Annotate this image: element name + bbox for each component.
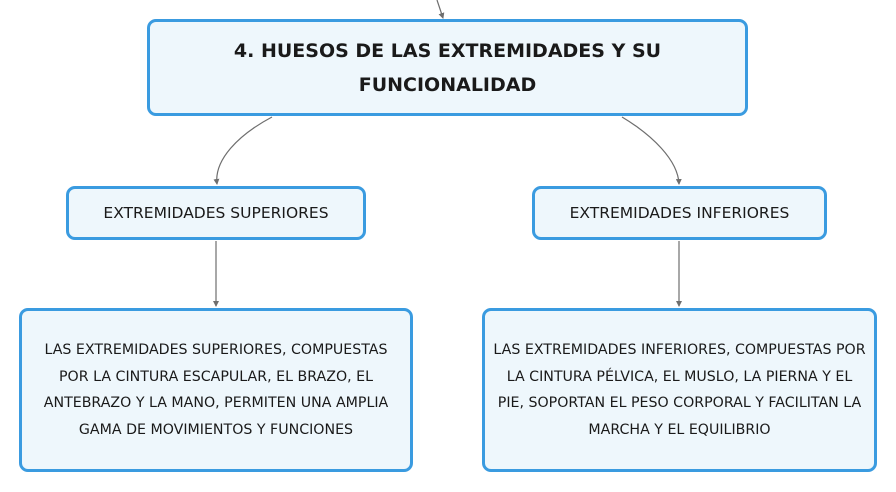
branch-label-superiores: EXTREMIDADES SUPERIORES <box>103 204 329 222</box>
detail-node-superiores[interactable]: LAS EXTREMIDADES SUPERIORES, COMPUESTAS … <box>19 308 413 472</box>
detail-text-inferiores: LAS EXTREMIDADES INFERIORES, COMPUESTAS … <box>493 342 866 438</box>
parent-connector <box>436 0 445 19</box>
branch-node-extremidades-superiores[interactable]: EXTREMIDADES SUPERIORES <box>66 186 366 240</box>
root-title: 4. HUESOS DE LAS EXTREMIDADES Y SU FUNCI… <box>233 39 662 96</box>
root-node[interactable]: 4. HUESOS DE LAS EXTREMIDADES Y SU FUNCI… <box>147 19 748 116</box>
detail-node-inferiores[interactable]: LAS EXTREMIDADES INFERIORES, COMPUESTAS … <box>482 308 877 472</box>
detail-text-superiores: LAS EXTREMIDADES SUPERIORES, COMPUESTAS … <box>43 342 389 438</box>
branch-node-extremidades-inferiores[interactable]: EXTREMIDADES INFERIORES <box>532 186 827 240</box>
connector-root-to-inferiores <box>621 116 682 185</box>
connector-root-to-superiores <box>213 116 273 185</box>
branch-label-inferiores: EXTREMIDADES INFERIORES <box>569 204 790 222</box>
